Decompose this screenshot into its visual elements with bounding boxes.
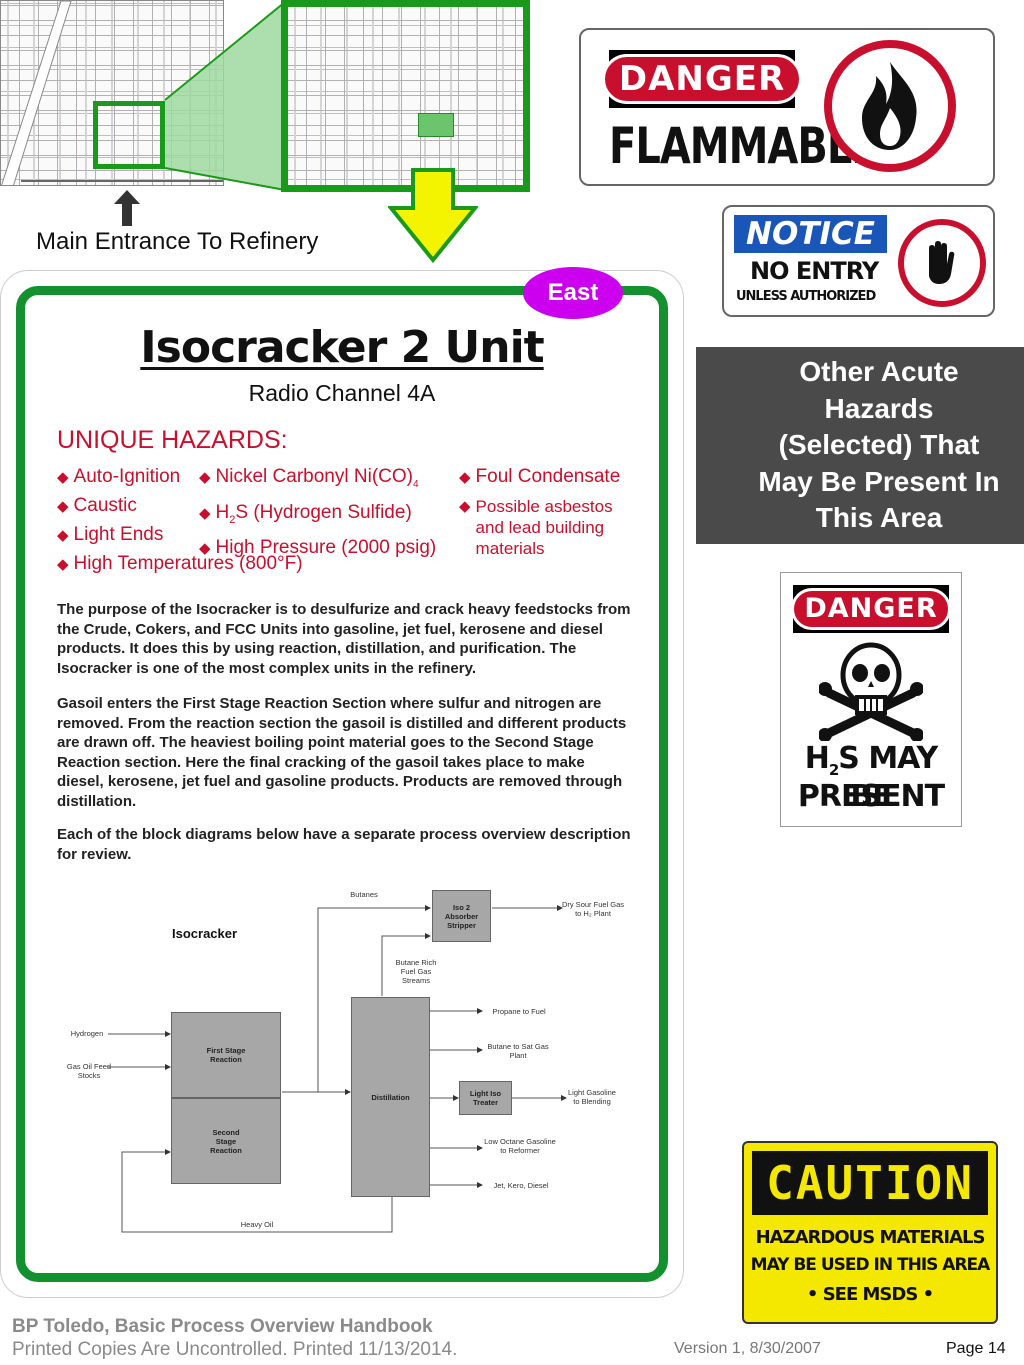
see-msds-text: • SEE MSDS • (806, 1284, 934, 1305)
poster-title: Isocracker 2 Unit (140, 322, 544, 373)
hazard-item: ◆Foul Condensate (459, 466, 621, 487)
radio-channel: Radio Channel 4A (248, 380, 436, 406)
hazard-item: ◆Light Ends (57, 524, 164, 545)
label-propane: Propane to Fuel (492, 1007, 546, 1016)
hazards-heading: UNIQUE HAZARDS: (57, 426, 288, 454)
east-badge: East (523, 267, 623, 319)
east-label: East (547, 279, 599, 306)
diagram-flow-lines (108, 905, 567, 1233)
acute-hazards-text: Other Acute Hazards (Selected) That May … (758, 356, 1000, 534)
caution-hazmat-sign: CAUTION HAZARDOUS MATERIALS MAY BE USED … (742, 1141, 998, 1324)
label-light-gasoline: Light Gasoline to Blending (568, 1088, 616, 1106)
label-hydrogen: Hydrogen (70, 1029, 104, 1038)
unit-location-marker (418, 113, 454, 137)
hazard-item: ◆Caustic (57, 495, 137, 516)
footer-printed-note: Printed Copies Are Uncontrolled. Printed… (12, 1339, 458, 1360)
unless-authorized-text: UNLESS AUTHORIZED (736, 289, 876, 304)
poster-paragraph-1: The purpose of the Isocracker is to desu… (57, 601, 631, 677)
entrance-label: Main Entrance To Refinery (36, 228, 319, 255)
unit-poster (16, 286, 668, 1282)
danger-h2s-sign: DANGER H2S MAY BE PRESENT (780, 572, 962, 827)
footer-title: BP Toledo, Basic Process Overview Handbo… (12, 1316, 433, 1337)
label-jet-kero-diesel: Jet, Kero, Diesel (493, 1181, 549, 1190)
label-butane-sat: Butane to Sat Gas Plant (487, 1042, 549, 1060)
notice-badge: NOTICE (734, 215, 887, 253)
poster-paragraph-2: Gasoil enters the First Stage Reaction S… (57, 695, 627, 810)
skull-crossbones-icon (818, 641, 924, 746)
hazard-item: ◆Auto-Ignition (57, 466, 181, 487)
label-low-octane: Low Octane Gasoline to Reformer (484, 1137, 556, 1155)
poster-paragraph-3: Each of the block diagrams below have a … (57, 826, 631, 863)
danger-badge: DANGER (791, 585, 951, 633)
label-butanes: Butanes (350, 890, 378, 899)
second-stage-reaction-block: Second Stage Reaction (171, 1098, 281, 1184)
may-be-used-text: MAY BE USED IN THIS AREA (750, 1255, 991, 1275)
hazard-item: ◆High Temperatures (800°F) (57, 553, 303, 574)
zoomed-unit-map (281, 0, 530, 192)
hazardous-materials-text: HAZARDOUS MATERIALS (755, 1227, 986, 1248)
entrance-arrow-icon (114, 190, 140, 231)
footer-version: Version 1, 8/30/2007 (674, 1340, 821, 1357)
absorber-stripper-block: Iso 2 Absorber Stripper (432, 890, 491, 942)
hazards-column-2: ◆Nickel Carbonyl Ni(CO)4 ◆H2S (Hydrogen … (199, 463, 436, 563)
notice-no-entry-sign: NOTICE NO ENTRY UNLESS AUTHORIZED (722, 205, 995, 317)
label-dry-sour-gas: Dry Sour Fuel Gas to H₂ Plant (561, 900, 625, 918)
hazards-column-3: ◆Foul Condensate ◆Possible asbestos and … (459, 463, 649, 559)
location-down-arrow-icon (386, 168, 480, 269)
caution-badge: CAUTION (752, 1151, 988, 1215)
page-number: Page 14 (946, 1340, 1006, 1357)
acute-hazards-callout: Other Acute Hazards (Selected) That May … (696, 347, 1024, 544)
isocracker-diagram: Isocracker First Stage Reaction Second S… (60, 880, 640, 1240)
diagram-title: Isocracker (172, 926, 238, 941)
light-iso-treater-block: Light Iso Treater (459, 1081, 512, 1115)
danger-badge: DANGER (601, 50, 803, 108)
present-text: PRESENT (797, 779, 945, 814)
hazard-item: ◆High Pressure (2000 psig) (199, 536, 437, 558)
fire-hazard-icon (824, 40, 956, 172)
label-heavy-oil: Heavy Oil (240, 1220, 274, 1229)
stop-hand-icon (898, 219, 986, 307)
distillation-block: Distillation (351, 997, 430, 1197)
map-highlight-box (93, 101, 165, 169)
first-stage-reaction-block: First Stage Reaction (171, 1012, 281, 1098)
no-entry-text: NO ENTRY (750, 257, 879, 285)
danger-flammable-sign: DANGER FLAMMABLE (579, 28, 995, 186)
hazard-item: ◆H2S (Hydrogen Sulfide) (199, 501, 412, 526)
zoom-connector (164, 1, 286, 191)
hazards-column-1: ◆Auto-Ignition ◆Caustic ◆Light Ends ◆Hig… (57, 463, 303, 579)
label-gas-oil: Gas Oil Feed Stocks (66, 1062, 112, 1080)
hazard-item: ◆Possible asbestos and lead building mat… (459, 497, 613, 558)
poster-outer-frame (0, 270, 684, 1298)
label-butane-rich: Butane Rich Fuel Gas Streams (395, 958, 437, 985)
h2s-may-be-text: H2S MAY BE (804, 741, 939, 814)
hazard-item: ◆Nickel Carbonyl Ni(CO)4 (199, 466, 419, 490)
